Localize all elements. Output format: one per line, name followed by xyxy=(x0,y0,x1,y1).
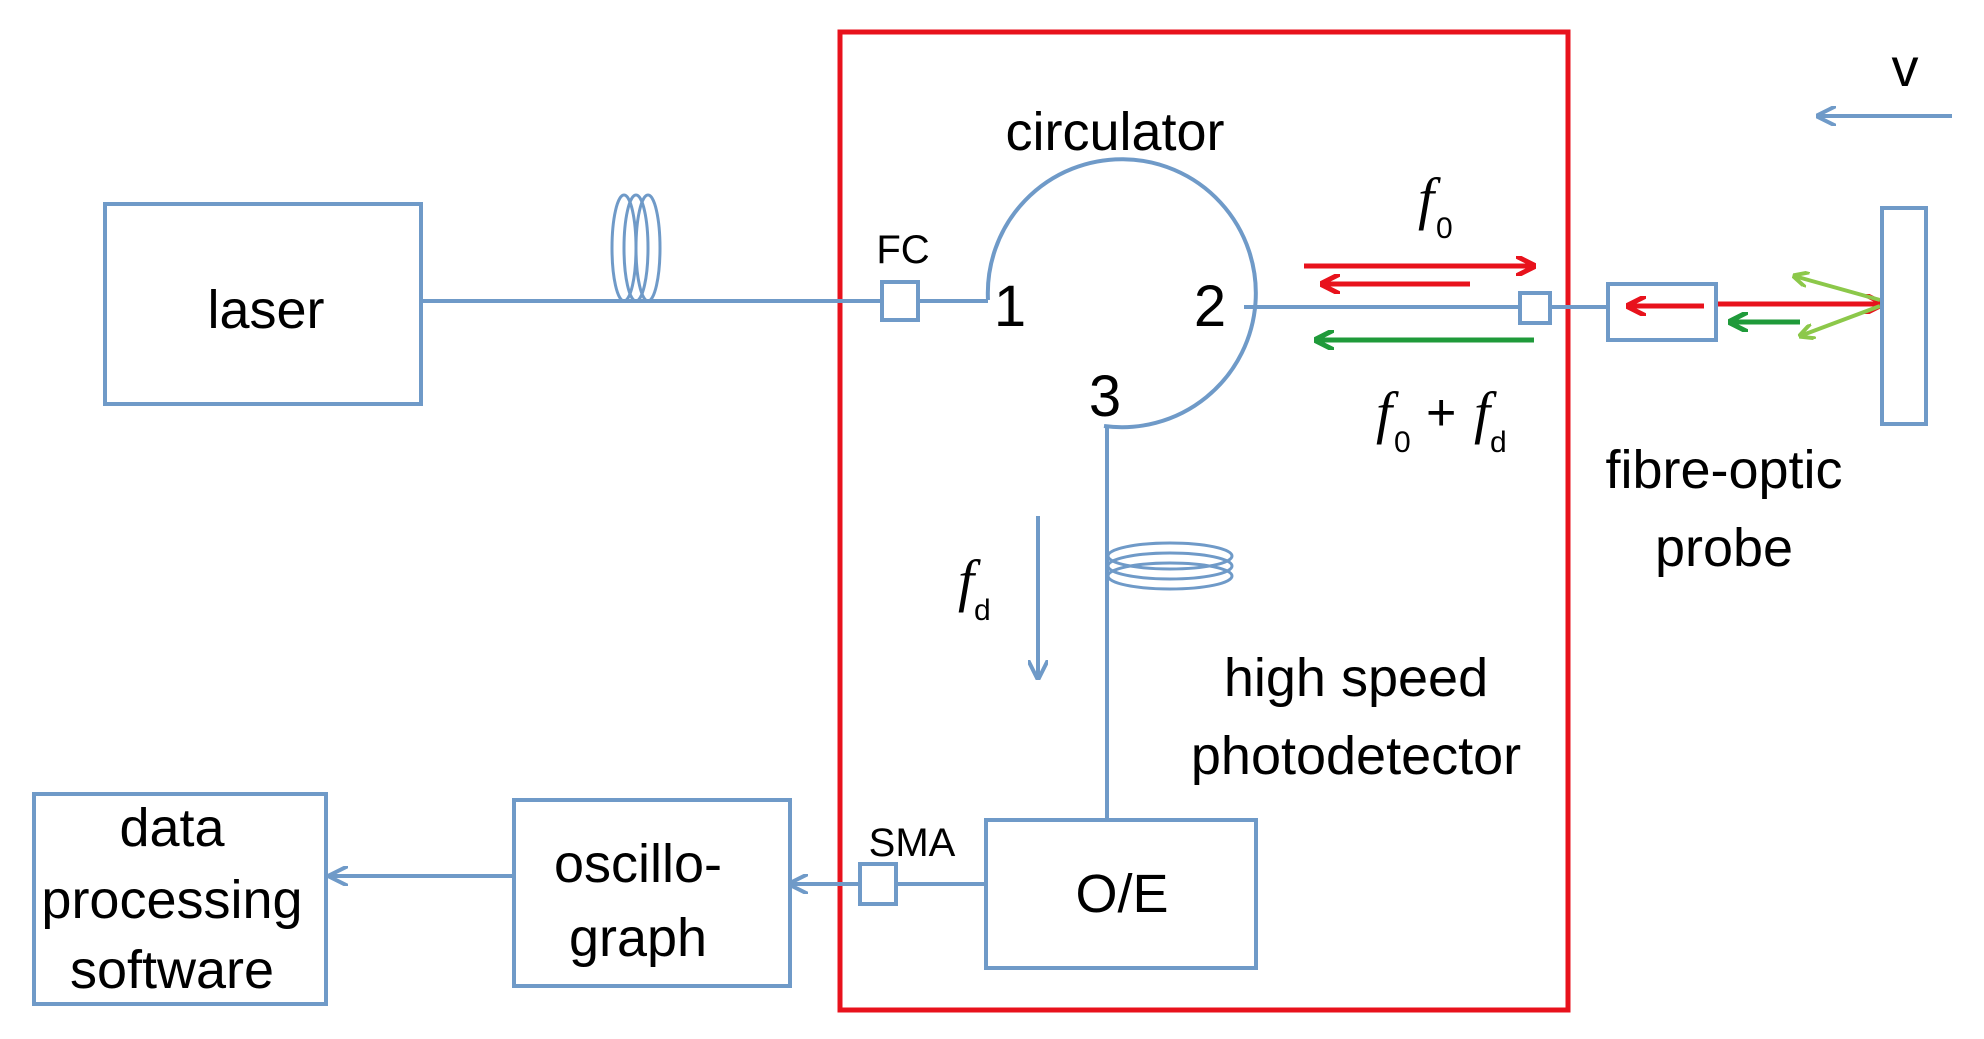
port-2-label: 2 xyxy=(1194,274,1226,339)
software-box xyxy=(32,792,328,1006)
velocity-label: v xyxy=(1892,38,1919,98)
fiber-coil-icon xyxy=(610,193,662,303)
circulator-arc xyxy=(985,157,1258,430)
port-1-label: 1 xyxy=(994,274,1026,339)
software-label-line3: software xyxy=(70,940,274,1000)
oscillograph-label-line1: oscillo- xyxy=(554,834,722,894)
label-f0: f 0 xyxy=(1418,166,1453,245)
fd-subscript: d xyxy=(974,594,991,627)
photodetector-label-line1: high speed xyxy=(1224,648,1488,708)
oe-label: O/E xyxy=(1075,864,1168,924)
laser-box xyxy=(103,202,423,406)
software-label-line2: processing xyxy=(41,870,302,930)
reflect-lightgreen-up xyxy=(1794,276,1881,302)
f0fd-sub0: 0 xyxy=(1394,426,1411,459)
port-3-label: 3 xyxy=(1089,364,1121,429)
circulator-label: circulator xyxy=(1005,102,1224,162)
fc-connector xyxy=(880,280,920,322)
oscillograph-label-line2: graph xyxy=(569,908,707,968)
fc-label: FC xyxy=(876,228,929,272)
laser-label: laser xyxy=(207,280,324,340)
probe-label-line2: probe xyxy=(1655,518,1793,578)
oe-box xyxy=(984,818,1258,970)
photodetector-label-line2: photodetector xyxy=(1191,726,1521,786)
sma-label: SMA xyxy=(869,821,956,865)
probe-box xyxy=(1606,282,1718,342)
output-connector xyxy=(1518,291,1552,325)
sma-connector xyxy=(858,862,898,906)
target-plate xyxy=(1880,206,1928,426)
system-frame xyxy=(837,29,1571,1013)
f0fd-plus: + xyxy=(1426,384,1456,442)
oscillograph-box xyxy=(512,798,792,988)
probe-label-line1: fibre-optic xyxy=(1605,440,1842,500)
f0fd-subd: d xyxy=(1490,426,1507,459)
f0-subscript: 0 xyxy=(1436,212,1453,245)
fiber-coil-2-icon xyxy=(1106,541,1234,591)
reflect-lightgreen-down xyxy=(1800,304,1881,336)
software-label-line1: data xyxy=(119,798,225,858)
label-fd: f d xyxy=(958,548,991,627)
label-f0-plus-fd: f 0 + f d xyxy=(1376,380,1507,459)
